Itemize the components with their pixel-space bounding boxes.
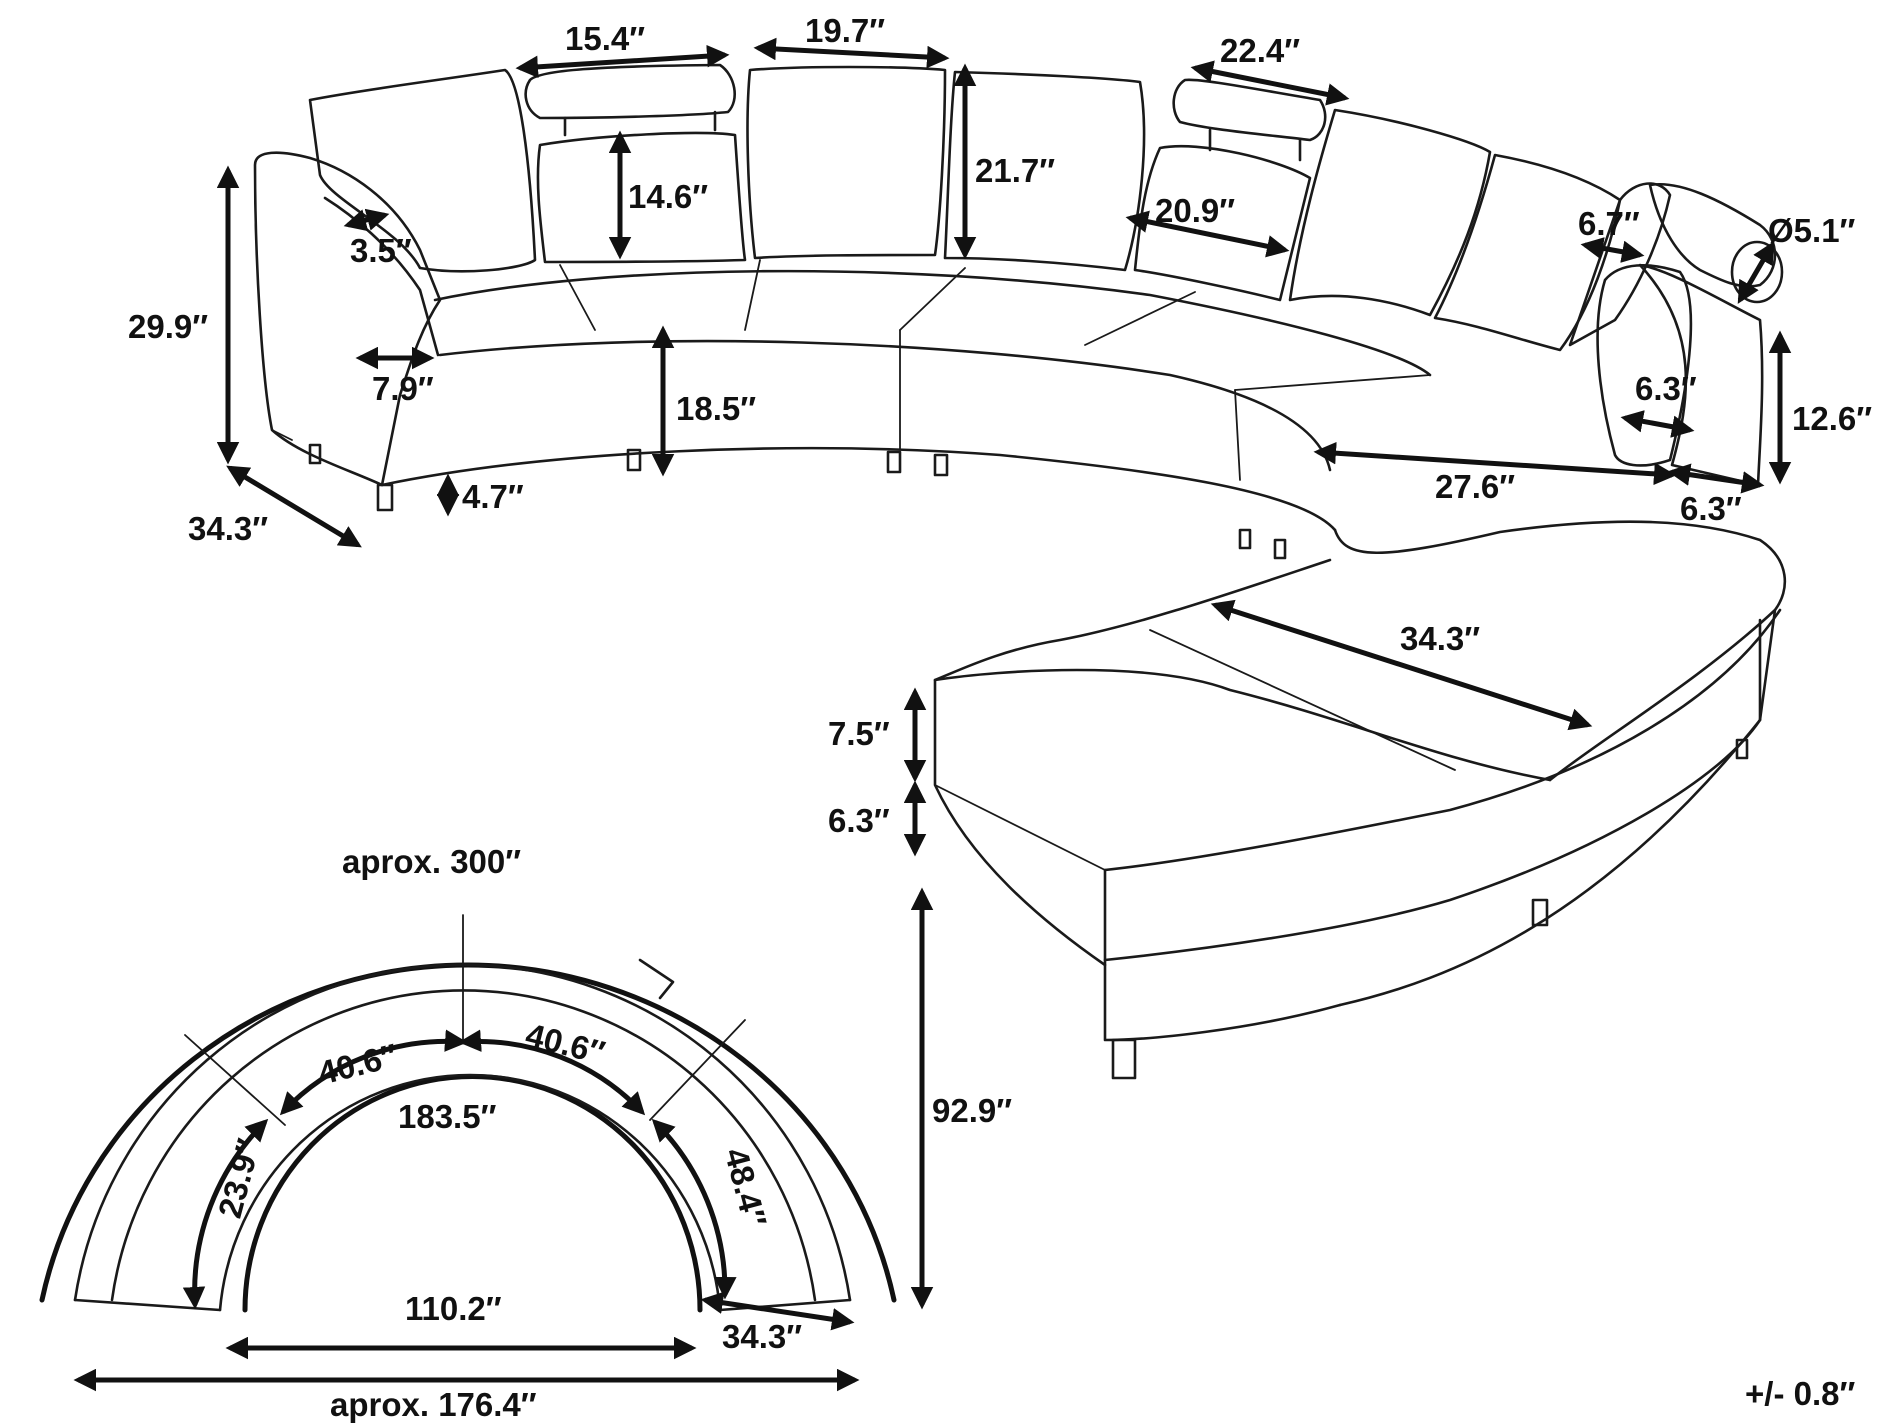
label-left-segment: 23.9″ bbox=[211, 1135, 268, 1222]
label-overall-depth: 92.9″ bbox=[932, 1092, 1012, 1129]
label-inner-arc-total: 183.5″ bbox=[398, 1098, 497, 1135]
label-tolerance: +/- 0.8″ bbox=[1745, 1375, 1855, 1412]
label-arm-top: 3.5″ bbox=[350, 232, 412, 269]
left-armrest bbox=[253, 151, 442, 487]
label-headrest-diameter: Ø5.1″ bbox=[1768, 212, 1856, 249]
right-armrest bbox=[1638, 263, 1764, 487]
label-end-arm-height: 12.6″ bbox=[1792, 400, 1872, 437]
label-inner-span: 110.2″ bbox=[405, 1290, 502, 1327]
label-end-arm-width: 6.3″ bbox=[1680, 490, 1742, 527]
back-cushion-3 bbox=[943, 70, 1146, 272]
label-corner-headrest-width: 22.4″ bbox=[1220, 32, 1300, 69]
label-headrest-height: 14.6″ bbox=[628, 178, 708, 215]
label-outer-arc: aprox. 300″ bbox=[342, 843, 521, 880]
label-cushion-height: 7.5″ bbox=[828, 715, 890, 752]
legs bbox=[308, 443, 1749, 1080]
dimension-lines bbox=[73, 37, 1792, 1392]
dimension-labels: 15.4″ 19.7″ 22.4″ 14.6″ 21.7″ 20.9″ 6.7″… bbox=[128, 12, 1872, 1423]
sofa-drawing bbox=[253, 63, 1787, 1080]
chaise-seat bbox=[1333, 520, 1787, 782]
label-headrest-depth: 6.7″ bbox=[1578, 205, 1640, 242]
label-inner-arc-left: 40.6″ bbox=[314, 1036, 401, 1091]
label-armrest-width: 15.4″ bbox=[565, 20, 645, 57]
headrest-left bbox=[524, 63, 736, 120]
label-corner-cushion-width: 20.9″ bbox=[1155, 192, 1235, 229]
label-overall-width: aprox. 176.4″ bbox=[330, 1386, 537, 1423]
label-base-height: 6.3″ bbox=[828, 802, 890, 839]
left-pillow bbox=[308, 68, 537, 273]
label-end-depth: 34.3″ bbox=[722, 1318, 802, 1355]
label-right-segment: 48.4″ bbox=[718, 1144, 775, 1231]
back-cushion-6 bbox=[1433, 153, 1622, 352]
label-arm-inner: 7.9″ bbox=[372, 370, 434, 407]
label-depth: 34.3″ bbox=[188, 510, 268, 547]
back-cushion-1 bbox=[536, 131, 747, 264]
back-cushion-2 bbox=[746, 65, 947, 260]
label-inner-arc-right: 40.6″ bbox=[522, 1016, 609, 1071]
label-back-height: 21.7″ bbox=[975, 152, 1055, 189]
label-back-cushion-width: 19.7″ bbox=[805, 12, 885, 49]
label-seat-height: 18.5″ bbox=[676, 390, 756, 427]
back-cushion-5 bbox=[1288, 108, 1492, 317]
label-leg-height: 4.7″ bbox=[462, 478, 524, 515]
seat-front-curve bbox=[433, 269, 1432, 377]
label-chaise-depth: 34.3″ bbox=[1400, 620, 1480, 657]
label-seat-length: 27.6″ bbox=[1435, 468, 1515, 505]
label-total-height: 29.9″ bbox=[128, 308, 208, 345]
label-end-arm-depth: 6.3″ bbox=[1635, 370, 1697, 407]
